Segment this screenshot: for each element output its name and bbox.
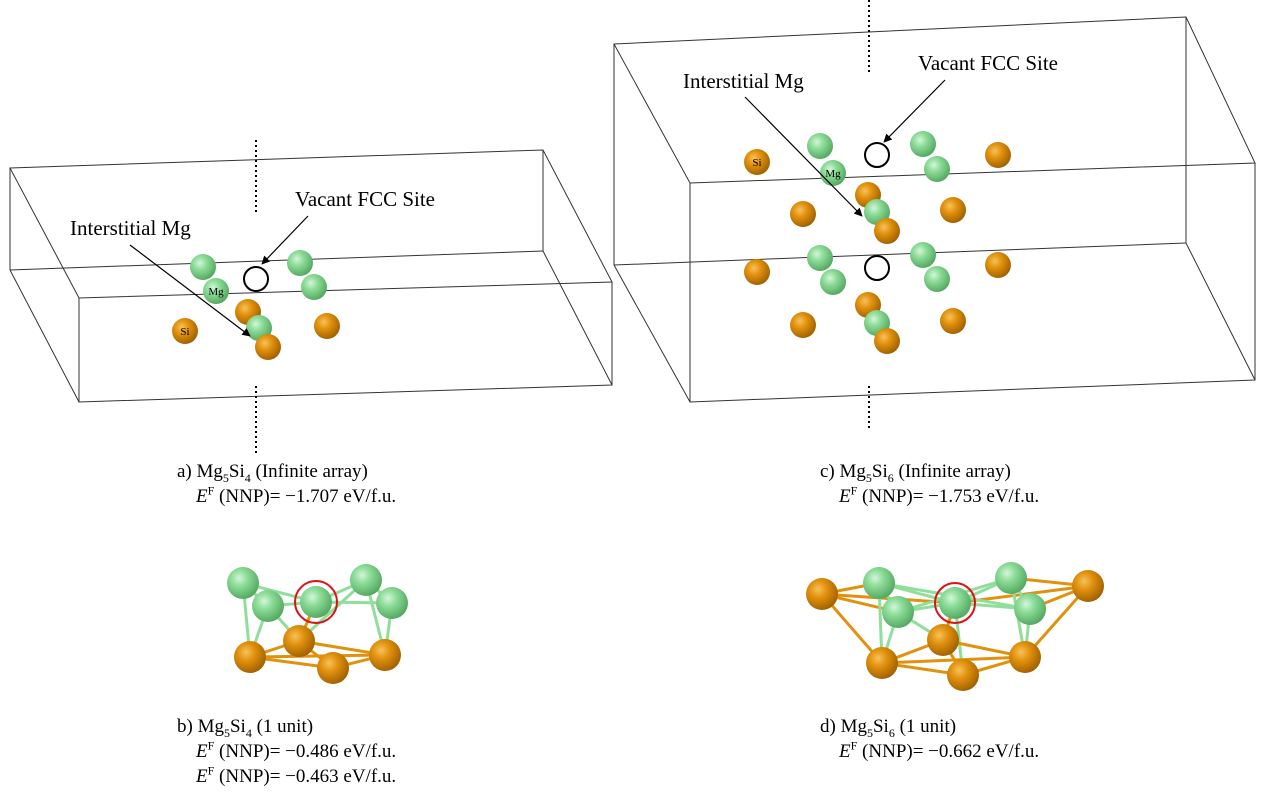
- atom-label-mg: Mg: [825, 168, 841, 180]
- si-atom: [790, 201, 816, 227]
- mg-atom: [1014, 593, 1046, 625]
- mg-atom: [287, 250, 313, 276]
- arrow-interstitial: [744, 96, 863, 217]
- caption-c-title: c) Mg5Si6 (Infinite array): [820, 461, 1011, 485]
- si-atom: [744, 149, 770, 175]
- mg-atom: [376, 587, 408, 619]
- caption-b-title: b) Mg5Si4 (1 unit): [177, 716, 314, 740]
- si-atom: [317, 652, 349, 684]
- caption-c: c) Mg5Si6 (Infinite array) EF (NNP)= −1.…: [820, 459, 1039, 509]
- mg-atom: [350, 564, 382, 596]
- mg-atom: [820, 269, 846, 295]
- vacancy-ring: [864, 142, 890, 168]
- highlight-ring: [934, 582, 976, 624]
- mg-atom: [227, 567, 259, 599]
- atom-label-si: Si: [180, 326, 189, 338]
- si-atom: [874, 328, 900, 354]
- atom-label-mg: Mg: [208, 286, 224, 298]
- panel-c-atoms: Mg Si: [744, 131, 1011, 354]
- si-atom: [927, 624, 959, 656]
- mg-atom: [882, 596, 914, 628]
- caption-b-energy: EF (NNP)= −0.486 eV/f.u.: [196, 738, 397, 762]
- atom-label-si: Si: [752, 157, 761, 169]
- mg-atom: [924, 156, 950, 182]
- mg-atom: [807, 133, 833, 159]
- mg-atom: [910, 131, 936, 157]
- si-atom: [234, 641, 266, 673]
- si-atom: [940, 308, 966, 334]
- panel-c-cell: [613, 16, 1256, 403]
- mg-atom: [939, 587, 971, 619]
- si-atom: [172, 318, 198, 344]
- label-vacant-fcc-site: Vacant FCC Site: [918, 51, 1058, 75]
- caption-a-energy: EF (NNP)= −1.707 eV/f.u.: [196, 483, 397, 507]
- panel-a-atoms: Mg Si: [172, 250, 340, 360]
- arrow-interstitial: [129, 244, 251, 337]
- label-interstitial-mg: Interstitial Mg: [683, 69, 804, 93]
- caption-b: b) Mg5Si4 (1 unit) EF (NNP)= −0.486 eV/f…: [177, 714, 396, 789]
- mg-atom: [300, 586, 332, 618]
- mg-atom: [910, 242, 936, 268]
- mg-atom: [995, 562, 1027, 594]
- caption-a-title: a) Mg5Si4 (Infinite array): [177, 461, 368, 485]
- arrow-vacant: [883, 79, 946, 143]
- si-atom: [866, 647, 898, 679]
- si-atom: [985, 142, 1011, 168]
- si-atom: [1009, 641, 1041, 673]
- panel-a-cell: [9, 149, 613, 403]
- caption-b-energy-2: EF (NNP)= −0.463 eV/f.u.: [196, 763, 397, 787]
- si-atom: [985, 252, 1011, 278]
- caption-a: a) Mg5Si4 (Infinite array) EF (NNP)= −1.…: [177, 459, 396, 509]
- arrow-vacant: [261, 215, 309, 265]
- si-atom: [790, 312, 816, 338]
- label-interstitial-mg: Interstitial Mg: [70, 216, 191, 240]
- si-atom: [1072, 570, 1104, 602]
- caption-c-energy: EF (NNP)= −1.753 eV/f.u.: [839, 483, 1040, 507]
- si-atom: [874, 218, 900, 244]
- si-atom: [947, 659, 979, 691]
- si-atom: [744, 259, 770, 285]
- caption-d: d) Mg5Si6 (1 unit) EF (NNP)= −0.662 eV/f…: [820, 714, 1039, 764]
- si-atom: [806, 578, 838, 610]
- mg-atom: [252, 590, 284, 622]
- mg-atom: [190, 254, 216, 280]
- mg-atom: [924, 266, 950, 292]
- si-atom: [283, 625, 315, 657]
- label-vacant-fcc-site: Vacant FCC Site: [295, 187, 435, 211]
- vacancy-ring: [864, 255, 890, 281]
- mg-atom: [863, 567, 895, 599]
- caption-d-energy: EF (NNP)= −0.662 eV/f.u.: [839, 738, 1040, 762]
- vacancy-ring: [243, 266, 269, 292]
- mg-atom: [807, 245, 833, 271]
- mg-atom: [203, 278, 229, 304]
- si-atom: [255, 334, 281, 360]
- si-atom: [314, 313, 340, 339]
- highlight-ring: [294, 580, 338, 624]
- panel-a-annotations: Interstitial Mg Vacant FCC Site: [70, 187, 435, 337]
- caption-d-title: d) Mg5Si6 (1 unit): [820, 716, 957, 740]
- panel-d-cluster: [806, 562, 1104, 691]
- si-atom: [940, 197, 966, 223]
- panel-b-cluster: [227, 564, 408, 684]
- panel-c-annotations: Interstitial Mg Vacant FCC Site: [683, 51, 1058, 217]
- mg-atom: [301, 274, 327, 300]
- si-atom: [369, 639, 401, 671]
